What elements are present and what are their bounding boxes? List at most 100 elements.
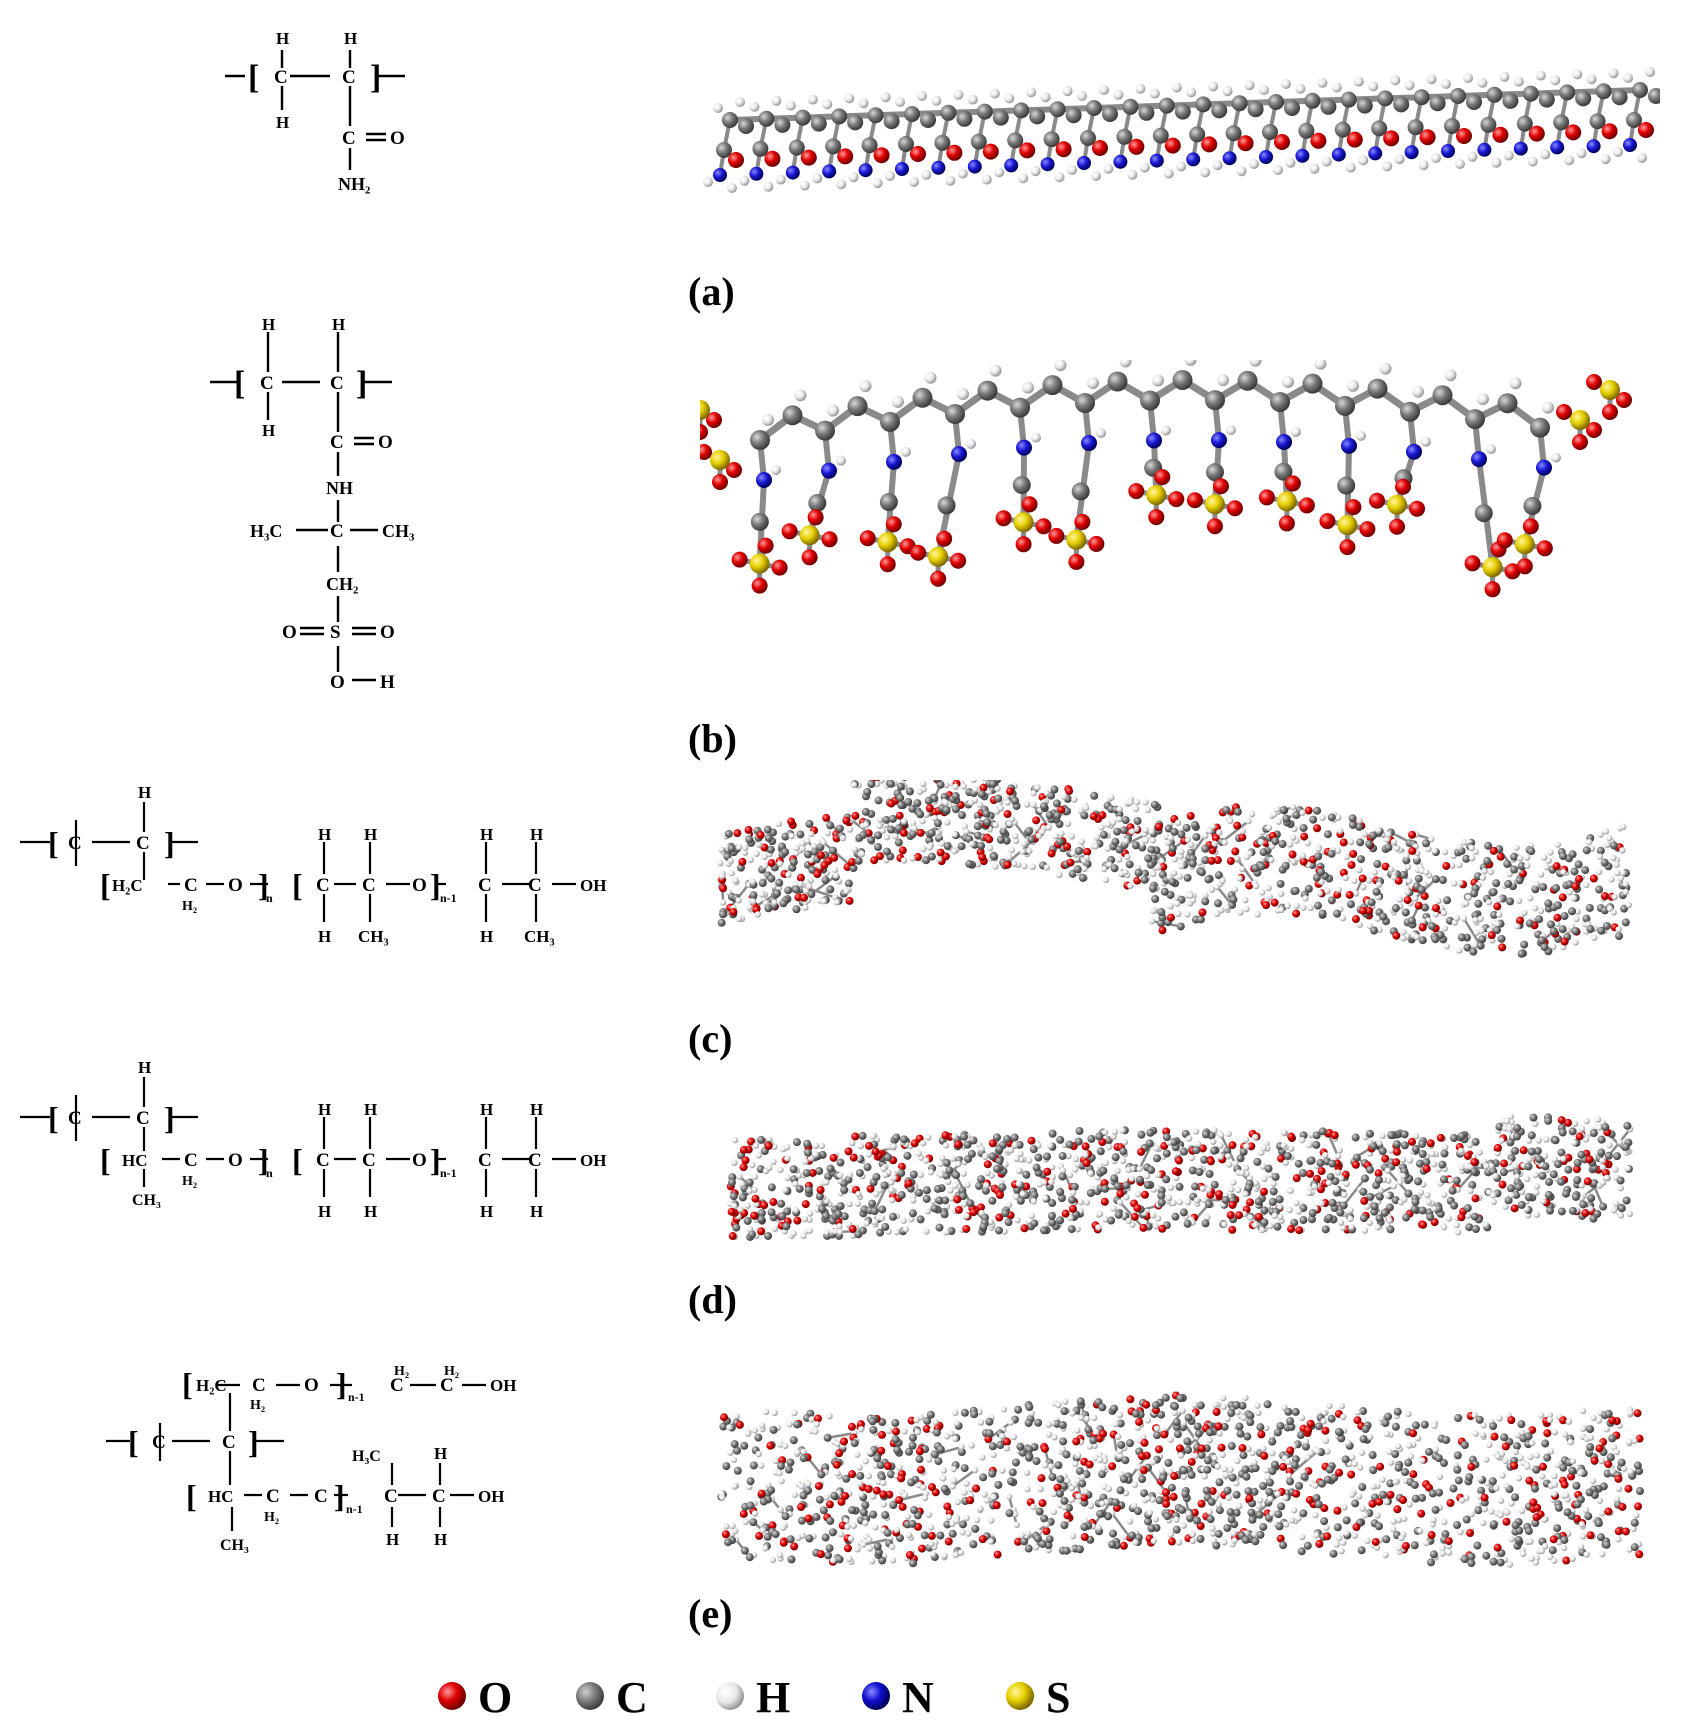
hydrogen-atom — [1082, 1151, 1089, 1159]
carbon-atom — [1275, 1522, 1284, 1531]
carbon-atom — [1273, 1222, 1282, 1231]
hydrogen-atom — [1532, 1171, 1539, 1179]
hydrogen-atom — [1513, 844, 1520, 851]
carbon-atom — [799, 1491, 808, 1500]
hydrogen-atom — [1099, 85, 1109, 95]
oxygen-atom — [1425, 1483, 1434, 1492]
carbon-atom — [1188, 859, 1197, 868]
bond — [873, 1184, 888, 1213]
hydrogen-atom — [1396, 896, 1404, 903]
carbon-atom — [1048, 1218, 1057, 1227]
hydrogen-atom — [1506, 1125, 1513, 1133]
carbon-atom — [1387, 1131, 1396, 1140]
hydrogen-atom — [940, 1475, 947, 1482]
oxygen-atom — [816, 1186, 825, 1195]
oxygen-atom — [1201, 136, 1218, 153]
carbon-atom — [1608, 1434, 1617, 1443]
oxygen-atom — [728, 152, 744, 168]
carbon-atom — [1517, 862, 1526, 871]
carbon-atom — [1008, 1468, 1017, 1477]
oxygen-atom — [844, 1147, 853, 1156]
oxygen-atom — [1317, 1167, 1326, 1176]
carbon-atom — [1351, 1133, 1360, 1142]
carbon-atom — [1560, 912, 1569, 921]
hydrogen-atom — [1583, 1117, 1590, 1125]
carbon-atom — [927, 852, 936, 861]
carbon-atom — [1597, 1148, 1606, 1157]
carbon-atom — [1586, 1425, 1595, 1434]
carbon-atom — [1450, 1201, 1459, 1210]
hydrogen-atom — [1466, 1141, 1474, 1149]
hydrogen-atom — [1599, 1550, 1606, 1558]
hydrogen-atom — [1340, 1539, 1347, 1546]
oxygen-atom — [1286, 1446, 1295, 1455]
carbon-atom — [1068, 1195, 1077, 1204]
hydrogen-atom — [909, 820, 917, 827]
hydrogen-atom — [1502, 1457, 1509, 1465]
oxygen-atom — [910, 146, 926, 162]
hydrogen-atom — [1254, 1402, 1261, 1409]
carbon-atom — [1340, 91, 1357, 108]
carbon-atom — [951, 792, 960, 801]
hydrogen-atom — [1208, 81, 1219, 92]
carbon-atom — [1568, 1466, 1577, 1475]
oxygen-atom — [1409, 1429, 1418, 1438]
oxygen-atom — [1027, 1136, 1036, 1145]
hydrogen-atom — [794, 1449, 801, 1456]
carbon-atom — [1210, 1146, 1219, 1155]
hydrogen-atom — [1060, 793, 1068, 800]
carbon-atom — [1440, 1149, 1449, 1158]
oxygen-atom — [1389, 518, 1406, 535]
carbon-atom — [869, 1425, 878, 1434]
carbon-atom — [1596, 1533, 1605, 1542]
carbon-atom — [1062, 1450, 1071, 1459]
carbon-atom — [1040, 1514, 1049, 1523]
hydrogen-atom — [951, 847, 958, 855]
hydrogen-atom — [1343, 853, 1351, 861]
carbon-atom — [1025, 1403, 1034, 1412]
hydrogen-atom — [1387, 866, 1395, 873]
carbon-atom — [1131, 841, 1140, 850]
carbon-atom — [805, 819, 814, 828]
carbon-atom — [825, 138, 842, 155]
hydrogen-atom — [1126, 1518, 1134, 1525]
hydrogen-atom — [1573, 915, 1580, 923]
oxygen-atom — [1492, 126, 1509, 143]
oxygen-atom — [1323, 1532, 1332, 1541]
carbon-atom — [1007, 132, 1024, 149]
carbon-atom — [789, 858, 798, 867]
nitrogen-atom — [886, 453, 902, 470]
hydrogen-atom — [1098, 824, 1105, 831]
carbon-atom — [936, 780, 945, 789]
hydrogen-atom — [994, 785, 1001, 792]
oxygen-atom — [1638, 122, 1654, 138]
hydrogen-atom — [909, 855, 916, 862]
hydrogen-atom — [1102, 1159, 1109, 1167]
oxygen-atom — [1164, 137, 1181, 154]
carbon-atom — [1339, 1201, 1348, 1210]
hydrogen-atom — [1615, 1485, 1623, 1493]
carbon-atom — [969, 1540, 978, 1549]
hydrogen-atom — [1384, 1192, 1391, 1199]
hydrogen-atom — [858, 1491, 865, 1498]
carbon-atom — [1119, 1147, 1128, 1156]
carbon-atom — [1314, 852, 1323, 861]
carbon-atom — [1557, 1207, 1566, 1216]
carbon-atom — [881, 1222, 890, 1231]
oxygen-atom — [800, 893, 809, 902]
carbon-atom — [777, 1199, 786, 1208]
oxygen-atom — [787, 817, 796, 826]
hydrogen-atom — [1291, 825, 1298, 833]
carbon-atom — [948, 1529, 957, 1538]
hydrogen-atom — [1336, 1147, 1344, 1154]
carbon-atom — [1220, 1422, 1229, 1431]
hydrogen-atom — [1149, 88, 1160, 99]
oxygen-atom — [1493, 1143, 1502, 1152]
hydrogen-atom — [713, 103, 723, 113]
oxygen-atom — [1226, 856, 1235, 865]
oxygen-atom — [1277, 1154, 1286, 1163]
hydrogen-atom — [808, 1416, 815, 1423]
carbon-atom — [1086, 1189, 1095, 1198]
carbon-atom — [1401, 1468, 1410, 1477]
carbon-atom — [936, 1531, 945, 1540]
